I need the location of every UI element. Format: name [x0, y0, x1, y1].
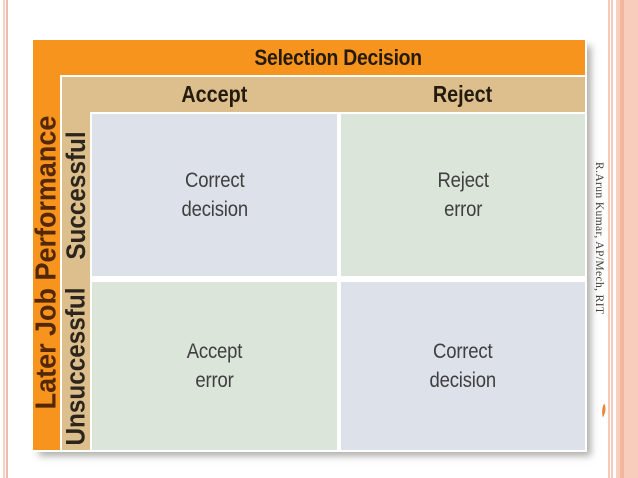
column-header-bar: Accept Reject: [62, 77, 585, 112]
row-header-unsuccessful: Unsuccessful: [60, 283, 91, 450]
row-axis-label: Later Job Performance: [30, 115, 63, 410]
quadrant-successful-accept-label: Correct decision: [181, 169, 248, 221]
quadrant-unsuccessful-reject-label: Correct decision: [429, 340, 497, 392]
matrix-inner: Accept Reject Successful Unsuccessful Co…: [60, 77, 585, 450]
accent-comma-icon: [600, 403, 608, 419]
matrix-title-label: Selection Decision: [254, 44, 423, 70]
quadrant-successful-accept: Correct decision: [92, 114, 337, 276]
column-header-reject: Reject: [341, 77, 585, 112]
left-frame-line-inner: [6, 0, 8, 478]
row-header-successful-label: Successful: [60, 131, 91, 260]
quadrant-grid: Correct decision Reject error Accept err…: [92, 114, 585, 450]
row-axis-bar: Later Job Performance: [30, 75, 63, 450]
matrix-title: Selection Decision: [92, 40, 585, 75]
column-header-accept-label: Accept: [181, 81, 248, 107]
matrix-header-bar: Selection Decision: [33, 40, 585, 75]
right-frame-line-inner: [611, 0, 613, 478]
row-header-successful: Successful: [60, 114, 91, 277]
quadrant-unsuccessful-accept: Accept error: [92, 282, 337, 450]
quadrant-unsuccessful-accept-label: Accept error: [186, 340, 243, 392]
row-header-strip: Successful Unsuccessful: [60, 112, 91, 450]
selection-decision-matrix: Selection Decision Later Job Performance…: [30, 40, 585, 450]
row-header-unsuccessful-label: Unsuccessful: [60, 287, 91, 446]
quadrant-successful-reject: Reject error: [341, 114, 585, 276]
column-header-accept: Accept: [92, 77, 337, 112]
right-frame-line-outer: [608, 0, 610, 478]
left-frame-line-outer: [3, 0, 5, 478]
author-watermark: R.Arun Kumar, AP/Mech, RIT: [593, 162, 605, 315]
quadrant-successful-reject-label: Reject error: [437, 169, 489, 221]
quadrant-unsuccessful-reject: Correct decision: [341, 282, 585, 450]
right-frame-band: [616, 0, 638, 478]
column-header-reject-label: Reject: [433, 81, 493, 107]
